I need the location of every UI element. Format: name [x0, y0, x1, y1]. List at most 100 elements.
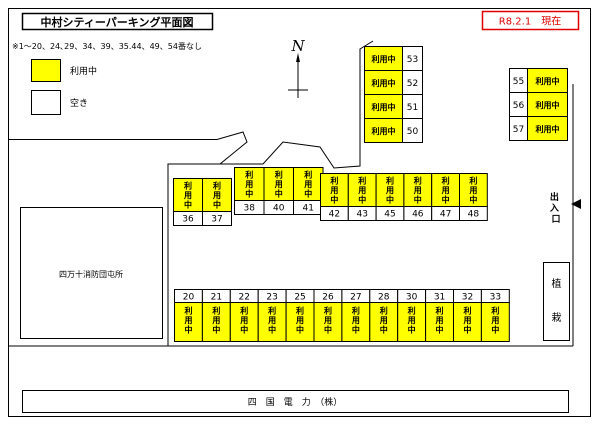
space-32-status [453, 302, 482, 342]
space-45-status [375, 173, 405, 207]
fire-brigade-building [20, 207, 163, 339]
space-42-number: 42 [329, 210, 340, 220]
space-20-occupied-label: 利用中 [183, 306, 192, 335]
space-47-occupied-label: 利用中 [441, 176, 450, 205]
space-26-occupied-label: 利用中 [323, 306, 332, 335]
legend-occupied-label: 利用中 [70, 65, 97, 77]
space-22-number: 22 [239, 293, 250, 303]
entrance-label: 出 入 口 [549, 191, 562, 225]
space-46-status [403, 173, 433, 207]
space-25-occupied-label: 利用中 [295, 306, 304, 335]
space-30-number: 30 [406, 293, 418, 303]
space-26-number: 26 [322, 293, 334, 303]
space-40-status [263, 167, 294, 201]
space-22-status [229, 302, 259, 342]
title-box [21, 12, 214, 31]
missing-numbers-note: ※1～20、24､29、34、39、35.44、49、54番なし [12, 41, 202, 51]
space-46-occupied-label: 利用中 [413, 176, 422, 205]
space-40-number: 40 [273, 204, 285, 214]
space-57-number: 57 [513, 125, 524, 135]
shikoku-electric-band [22, 390, 569, 413]
space-40-occupied-label: 利用中 [274, 170, 283, 199]
space-50-number: 50 [407, 127, 419, 137]
space-22-occupied-label: 利用中 [239, 306, 248, 335]
space-27-occupied-label: 利用中 [351, 306, 360, 335]
space-53-status [364, 46, 403, 71]
space-28-number: 28 [378, 293, 390, 303]
space-45-occupied-label: 利用中 [385, 176, 394, 205]
space-56-occupied-label: 利用中 [535, 100, 560, 110]
map-frame [8, 8, 591, 417]
space-43-occupied-label: 利用中 [357, 176, 366, 205]
space-33-occupied-label: 利用中 [490, 306, 499, 335]
space-37-number: 37 [211, 215, 222, 225]
map-title: 中村シティーパーキング平面図 [41, 15, 194, 29]
space-21-occupied-label: 利用中 [211, 306, 220, 335]
space-38-occupied-label: 利用中 [244, 170, 253, 199]
space-56-number: 56 [513, 101, 525, 111]
space-30-status [397, 302, 427, 342]
space-31-number: 31 [434, 293, 445, 303]
space-52-number: 52 [407, 79, 418, 89]
space-37-status [202, 178, 232, 212]
space-52-occupied-label: 利用中 [371, 78, 396, 88]
space-23-occupied-label: 利用中 [267, 306, 276, 335]
lot-boundary [8, 40, 574, 347]
space-47-status [431, 173, 461, 207]
planting-label-bottom: 栽 [552, 311, 562, 324]
space-33-number: 33 [490, 293, 501, 303]
space-45-number: 45 [384, 210, 395, 220]
space-55-status [527, 68, 568, 93]
space-28-occupied-label: 利用中 [379, 306, 388, 335]
space-48-number: 48 [468, 210, 480, 220]
space-36-number: 36 [182, 215, 194, 225]
space-31-occupied-label: 利用中 [435, 306, 444, 335]
space-25-status [285, 302, 315, 342]
space-48-occupied-label: 利用中 [468, 176, 477, 205]
space-27-status [341, 302, 371, 342]
parking-spaces: 利用中36利用中37利用中38利用中40利用中41利用中42利用中43利用中45… [173, 46, 568, 342]
space-43-number: 43 [356, 210, 367, 220]
space-51-occupied-label: 利用中 [371, 102, 396, 112]
entrance-arrow-icon [571, 199, 581, 209]
space-51-status [364, 94, 403, 119]
space-55-number: 55 [513, 77, 524, 87]
space-23-number: 23 [266, 293, 277, 303]
shikoku-electric-label: 四 国 電 力 （株） [248, 396, 343, 408]
space-38-number: 38 [244, 204, 256, 214]
legend-occupied-swatch [31, 59, 61, 82]
space-55-occupied-label: 利用中 [535, 76, 560, 86]
space-41-occupied-label: 利用中 [303, 170, 312, 199]
space-47-number: 47 [440, 210, 451, 220]
space-48-status [459, 173, 488, 207]
space-50-number-cell [402, 118, 423, 143]
space-36-occupied-label: 利用中 [183, 181, 192, 210]
space-33-status [480, 302, 510, 342]
date-badge-text: R8.2.1 現在 [499, 16, 561, 28]
space-30-occupied-label: 利用中 [407, 306, 416, 335]
planting-label-top: 植 [552, 277, 562, 290]
date-badge [481, 10, 580, 31]
space-20-status [174, 302, 203, 342]
space-51-number: 51 [407, 103, 418, 113]
space-20-number: 20 [183, 293, 195, 303]
space-32-occupied-label: 利用中 [462, 306, 471, 335]
space-27-number: 27 [350, 293, 361, 303]
space-53-number: 53 [407, 55, 418, 65]
space-46-number: 46 [412, 210, 424, 220]
north-arrow-icon [288, 53, 308, 98]
space-57-occupied-label: 利用中 [535, 124, 560, 134]
space-26-status [313, 302, 343, 342]
planting-strip [543, 262, 570, 341]
space-53-occupied-label: 利用中 [371, 54, 396, 64]
legend-vacant-label: 空き [70, 97, 88, 109]
space-25-number: 25 [294, 293, 305, 303]
space-50-occupied-label: 利用中 [371, 126, 396, 136]
space-57-status [527, 116, 568, 141]
fire-brigade-label: 四万十消防団屯所 [59, 269, 123, 279]
space-32-number: 32 [462, 293, 473, 303]
space-37-number-cell [202, 211, 232, 226]
space-21-status [201, 302, 231, 342]
